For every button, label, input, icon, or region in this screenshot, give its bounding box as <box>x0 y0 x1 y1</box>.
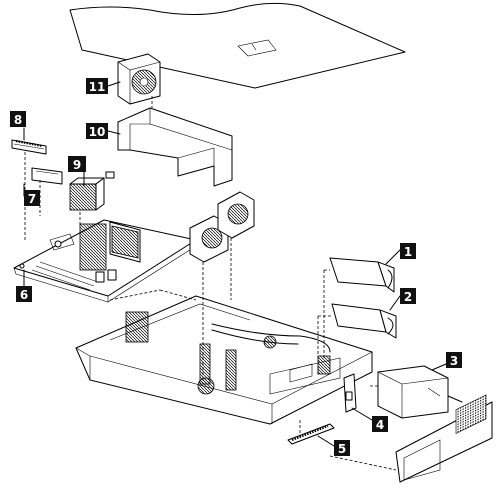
chassis <box>75 295 373 425</box>
callout-label: 6 <box>20 288 28 302</box>
callout-5: 5 <box>334 440 350 456</box>
heat-sink <box>69 171 115 211</box>
callout-label: 7 <box>28 192 36 206</box>
callout-label: 3 <box>450 354 458 368</box>
callout-4: 4 <box>372 416 388 432</box>
callout-11: 11 <box>86 78 108 94</box>
callout-label: 1 <box>404 245 412 259</box>
air-duct <box>117 107 233 187</box>
top-cover <box>69 2 406 89</box>
callout-10: 10 <box>86 123 108 139</box>
callout-leaders <box>23 81 447 447</box>
callout-label: 9 <box>73 158 81 172</box>
rear-fan <box>117 53 161 105</box>
callout-label: 11 <box>89 80 106 94</box>
drive-1 <box>329 257 395 293</box>
callout-7: 7 <box>24 190 40 206</box>
callout-label: 8 <box>14 113 22 127</box>
callout-label: 2 <box>404 290 412 304</box>
assembly-guide-lines <box>24 96 397 471</box>
front-bezel <box>395 394 493 483</box>
callout-6: 6 <box>16 286 32 302</box>
system-fans <box>189 191 255 263</box>
drive-cage-bracket <box>343 373 357 413</box>
front-panel <box>287 423 335 445</box>
memory-module <box>11 139 47 155</box>
processor <box>31 167 63 185</box>
callout-3: 3 <box>446 352 462 368</box>
drive-2 <box>331 303 397 339</box>
callout-1: 1 <box>400 243 416 259</box>
callout-label: 5 <box>338 442 346 456</box>
callout-9: 9 <box>68 156 86 172</box>
callouts: 1 2 3 4 5 6 7 8 9 10 11 <box>10 78 462 456</box>
callout-8: 8 <box>10 111 26 127</box>
system-board <box>13 219 197 303</box>
callout-label: 4 <box>376 418 384 432</box>
callout-label: 10 <box>89 125 106 139</box>
power-supply <box>377 365 463 419</box>
callout-2: 2 <box>400 288 416 304</box>
